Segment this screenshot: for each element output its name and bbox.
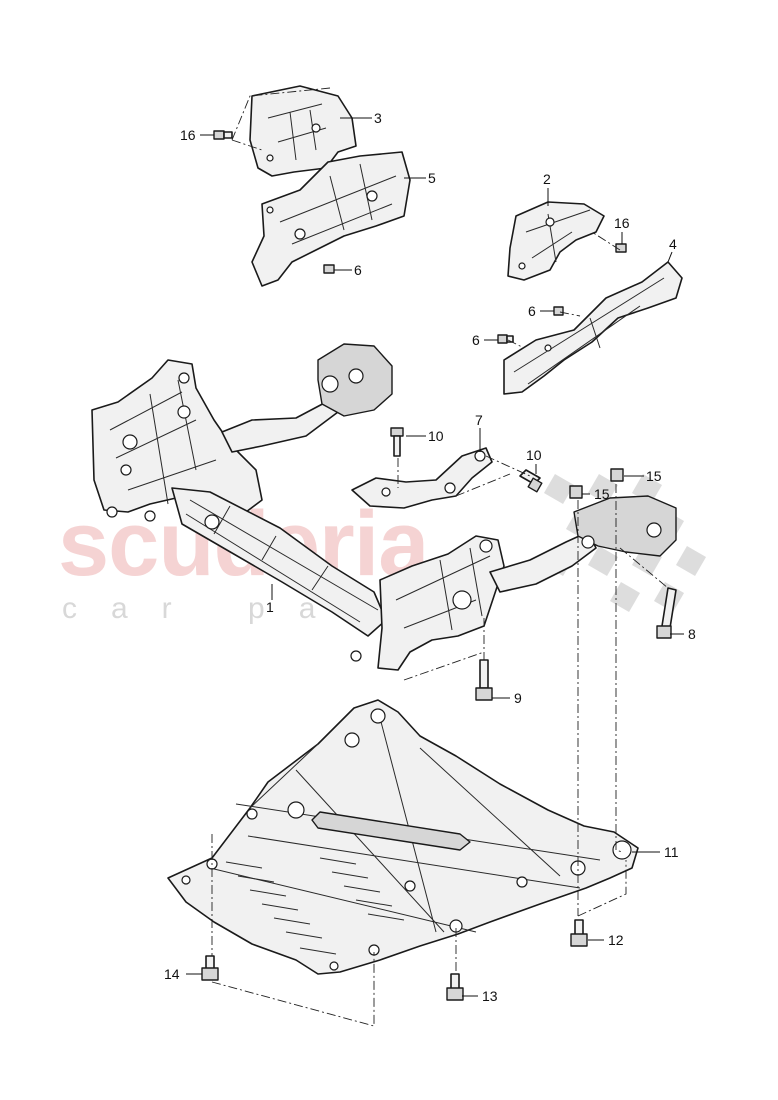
bolt-part-9 bbox=[475, 659, 493, 701]
callout-13: 13 bbox=[482, 988, 498, 1004]
callout-6-top: 6 bbox=[354, 262, 362, 278]
callout-16-right: 16 bbox=[614, 215, 630, 231]
callout-14: 14 bbox=[164, 966, 180, 982]
callout-5: 5 bbox=[428, 170, 436, 186]
bolt-part-16-right bbox=[615, 243, 627, 253]
heat-shield-part-3 bbox=[249, 85, 357, 177]
callout-6-low: 6 bbox=[472, 332, 480, 348]
callout-4: 4 bbox=[669, 236, 677, 252]
callout-9: 9 bbox=[514, 690, 522, 706]
callout-10-left: 10 bbox=[428, 428, 444, 444]
bolt-part-8 bbox=[656, 587, 677, 639]
callout-2: 2 bbox=[543, 171, 551, 187]
bolt-part-6-top bbox=[323, 264, 335, 274]
callout-15-right: 15 bbox=[646, 468, 662, 484]
callout-leaders bbox=[186, 117, 684, 997]
bolt-part-10-vertical bbox=[390, 427, 404, 457]
callout-labels: 3 5 16 6 2 16 4 6 6 10 7 10 15 15 1 8 9 … bbox=[164, 110, 696, 1004]
subframe-part-1 bbox=[91, 343, 677, 671]
callout-15-left: 15 bbox=[594, 486, 610, 502]
callout-16-left: 16 bbox=[180, 127, 196, 143]
bolt-part-14 bbox=[201, 955, 219, 981]
callout-11: 11 bbox=[664, 844, 679, 860]
underbody-plate-part-11 bbox=[167, 699, 639, 975]
bolt-part-6-mid bbox=[553, 306, 564, 316]
callout-7: 7 bbox=[475, 412, 483, 428]
heat-shield-part-5 bbox=[251, 151, 411, 287]
bolt-part-12 bbox=[570, 919, 588, 947]
callout-8: 8 bbox=[688, 626, 696, 642]
callout-12: 12 bbox=[608, 932, 624, 948]
heat-shield-part-4 bbox=[503, 261, 683, 395]
nut-part-15-left bbox=[569, 485, 583, 499]
bracket-part-7 bbox=[351, 447, 493, 509]
callout-1: 1 bbox=[266, 599, 274, 615]
bolt-part-13 bbox=[446, 973, 464, 1001]
heat-shield-part-2 bbox=[507, 201, 605, 281]
callout-6-mid: 6 bbox=[528, 303, 536, 319]
callout-10-right: 10 bbox=[526, 447, 542, 463]
assembly-lines bbox=[211, 87, 669, 1027]
callout-3: 3 bbox=[374, 110, 382, 126]
bolt-part-16-left bbox=[213, 130, 233, 140]
nut-part-15-right bbox=[610, 468, 624, 482]
bolt-part-6-low bbox=[497, 334, 514, 344]
